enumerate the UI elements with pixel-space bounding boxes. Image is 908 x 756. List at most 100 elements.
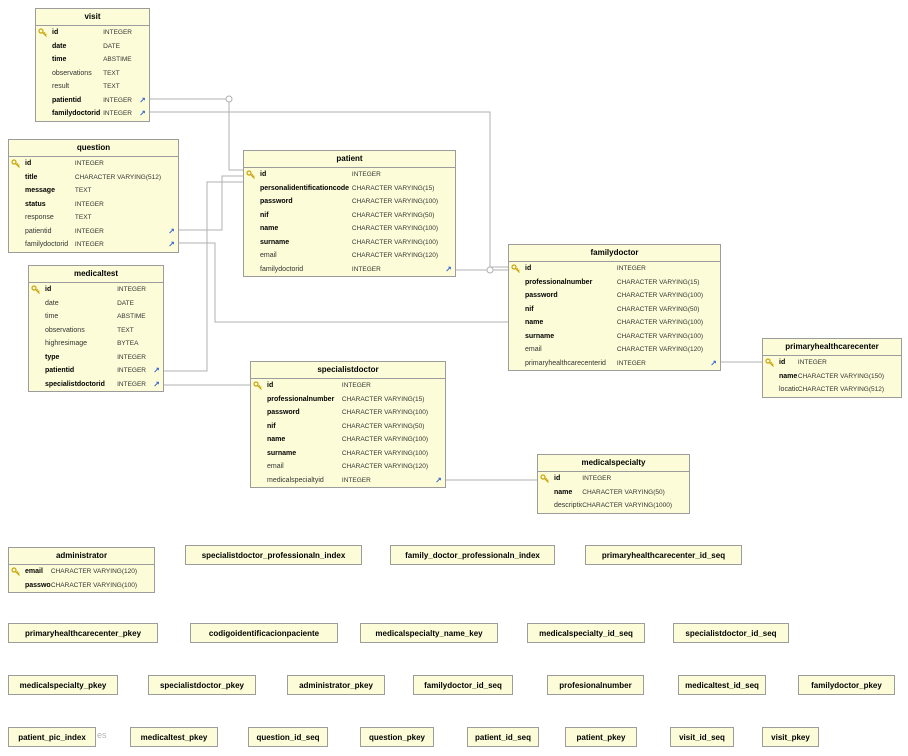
icon-spacer bbox=[36, 40, 50, 54]
table-title: administrator bbox=[9, 548, 154, 565]
column-type: ABSTIME bbox=[103, 56, 132, 64]
column-type: CHARACTER VARYING(512) bbox=[797, 386, 884, 394]
column-name: patientid bbox=[52, 96, 82, 104]
fk-spacer bbox=[432, 379, 445, 393]
column-type: TEXT bbox=[103, 83, 120, 91]
foreign-key-icon: ↗ bbox=[445, 264, 452, 274]
label-box-patient_pkey[interactable]: patient_pkey bbox=[565, 727, 637, 747]
column-name: password bbox=[25, 581, 51, 589]
fk-spacer bbox=[141, 565, 154, 579]
label-box-medicaltest_pkey[interactable]: medicaltest_pkey bbox=[130, 727, 218, 747]
label-box-familydoctor_id_seq[interactable]: familydoctor_id_seq bbox=[413, 675, 513, 695]
fk-spacer bbox=[150, 351, 163, 365]
fk-spacer bbox=[165, 184, 178, 198]
column-name: response bbox=[25, 214, 54, 222]
table-administrator[interactable]: administrator email CHARACTER VARYING(120)… bbox=[8, 547, 155, 593]
column-name: patientid bbox=[25, 227, 52, 235]
icon-spacer bbox=[29, 297, 43, 311]
column-name: email bbox=[25, 568, 43, 576]
label-box-primaryhealthcarecenter_id_seq[interactable]: primaryhealthcarecenter_id_seq bbox=[585, 545, 742, 565]
label-box-visit_id_seq[interactable]: visit_id_seq bbox=[670, 727, 734, 747]
table-title: question bbox=[9, 140, 178, 157]
column-name: observations bbox=[52, 69, 92, 77]
fk-spacer bbox=[442, 222, 455, 236]
junction-dot bbox=[225, 95, 233, 103]
fk-spacer bbox=[136, 80, 149, 94]
foreign-key-icon: ↗ bbox=[139, 95, 146, 105]
label-box-profesionalnumber[interactable]: profesionalnumber bbox=[547, 675, 644, 695]
label-box-patient_id_seq[interactable]: patient_id_seq bbox=[467, 727, 539, 747]
label-box-patient_pic_index[interactable]: patient_pic_index bbox=[8, 727, 96, 747]
fk-spacer bbox=[888, 370, 901, 384]
column-name: id bbox=[52, 29, 59, 37]
column-type: CHARACTER VARYING(100) bbox=[616, 319, 703, 327]
foreign-key-icon: ↗ bbox=[153, 366, 160, 376]
column-name: surname bbox=[525, 332, 555, 340]
junction-dot bbox=[486, 266, 494, 274]
fk-spacer bbox=[165, 171, 178, 185]
foreign-key-icon: ↗ bbox=[153, 379, 160, 389]
label-box-question_id_seq[interactable]: question_id_seq bbox=[248, 727, 328, 747]
column-type: CHARACTER VARYING(120) bbox=[50, 568, 137, 576]
fk-spacer bbox=[150, 310, 163, 324]
label-box-specialistdoctor_id_seq[interactable]: specialistdoctor_id_seq bbox=[673, 623, 789, 643]
label-box-medicalspecialty_id_seq[interactable]: medicalspecialty_id_seq bbox=[527, 623, 645, 643]
label-box-administrator_pkey[interactable]: administrator_pkey bbox=[287, 675, 385, 695]
primary-key-icon bbox=[36, 26, 50, 40]
fk-spacer bbox=[150, 337, 163, 351]
primary-key-icon bbox=[29, 283, 43, 297]
label-box-medicalspecialty_pkey[interactable]: medicalspecialty_pkey bbox=[8, 675, 118, 695]
fk-spacer bbox=[442, 209, 455, 223]
fk-spacer bbox=[136, 53, 149, 67]
icon-spacer bbox=[36, 67, 50, 81]
column-type: CHARACTER VARYING(50) bbox=[616, 305, 700, 313]
fk-spacer bbox=[432, 447, 445, 461]
fk-spacer bbox=[432, 393, 445, 407]
icon-spacer bbox=[244, 195, 258, 209]
table-title: familydoctor bbox=[509, 245, 720, 262]
label-box-codigoidentificacionpaciente[interactable]: codigoidentificacionpaciente bbox=[190, 623, 338, 643]
column-name: description bbox=[554, 502, 583, 510]
icon-spacer bbox=[244, 263, 258, 277]
column-type: CHARACTER VARYING(15) bbox=[616, 278, 700, 286]
table-title: visit bbox=[36, 9, 149, 26]
column-type: BYTEA bbox=[117, 340, 139, 348]
column-name: location bbox=[779, 386, 798, 394]
column-type: CHARACTER VARYING(15) bbox=[351, 184, 435, 192]
relationship-line bbox=[179, 242, 508, 323]
label-box-visit_pkey[interactable]: visit_pkey bbox=[762, 727, 819, 747]
icon-spacer bbox=[251, 474, 265, 488]
column-name: nif bbox=[525, 305, 534, 313]
column-type: INTEGER bbox=[117, 286, 146, 294]
table-title: medicaltest bbox=[29, 266, 163, 283]
table-title: patient bbox=[244, 151, 455, 168]
column-type: CHARACTER VARYING(50) bbox=[582, 488, 665, 496]
icon-spacer bbox=[36, 94, 50, 108]
label-box-question_pkey[interactable]: question_pkey bbox=[360, 727, 434, 747]
label-box-medicaltest_id_seq[interactable]: medicaltest_id_seq bbox=[678, 675, 766, 695]
column-name: personalidentificationcode bbox=[260, 184, 350, 192]
column-name: surname bbox=[260, 238, 290, 246]
icon-spacer bbox=[244, 222, 258, 236]
column-type: TEXT bbox=[103, 69, 120, 77]
label-box-specialistdoctor_professionaln_index[interactable]: specialistdoctor_professionaln_index bbox=[185, 545, 362, 565]
label-box-specialistdoctor_pkey[interactable]: specialistdoctor_pkey bbox=[148, 675, 256, 695]
column-type: INTEGER bbox=[797, 359, 827, 367]
icon-spacer bbox=[9, 579, 23, 593]
label-box-familydoctor_pkey[interactable]: familydoctor_pkey bbox=[798, 675, 895, 695]
label-box-medicalspecialty_name_key[interactable]: medicalspecialty_name_key bbox=[360, 623, 498, 643]
relationship-line bbox=[179, 175, 243, 231]
column-name: familydoctorid bbox=[52, 110, 101, 118]
label-box-primaryhealthcarecenter_pkey[interactable]: primaryhealthcarecenter_pkey bbox=[8, 623, 158, 643]
primary-key-icon bbox=[509, 262, 523, 276]
label-box-family_doctor_professionaln_index[interactable]: family_doctor_professionaln_index bbox=[390, 545, 555, 565]
icon-spacer bbox=[538, 499, 552, 513]
